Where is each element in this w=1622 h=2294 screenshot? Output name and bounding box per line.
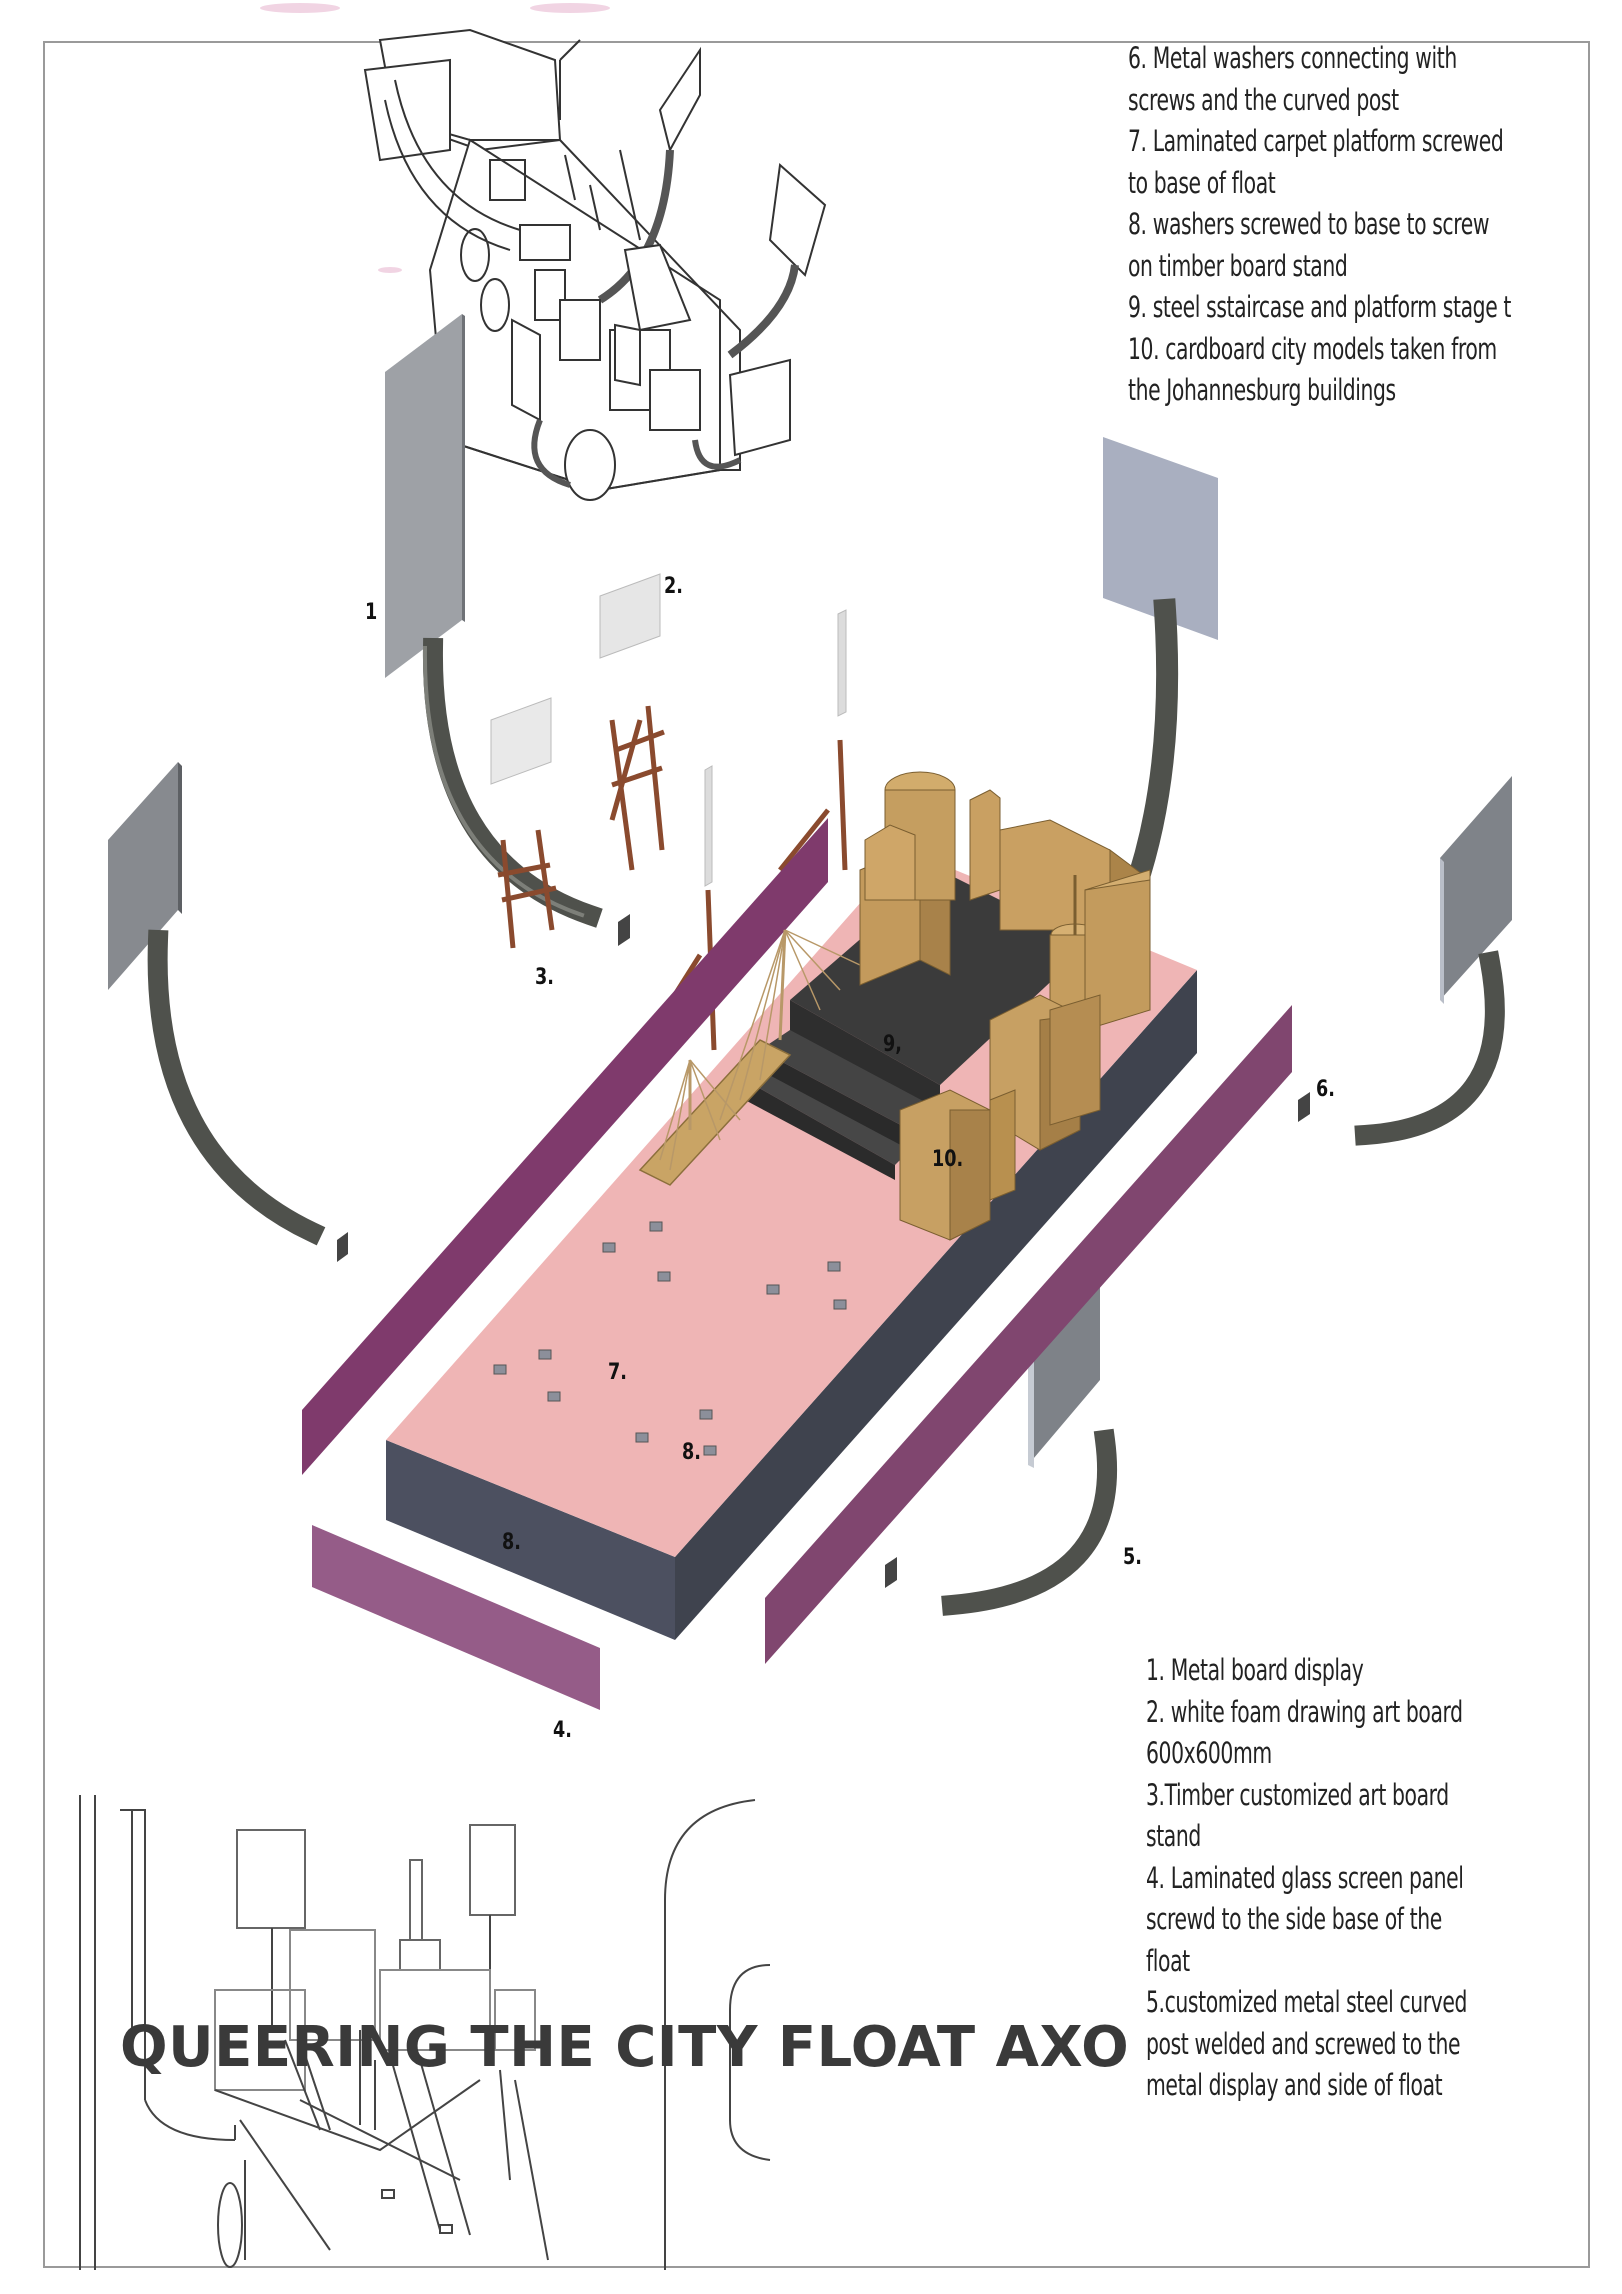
legend-line: 600x600mm (1146, 1736, 1272, 1770)
curved-post (1354, 950, 1505, 1146)
display-board (1103, 437, 1218, 640)
legend-line: 4. Laminated glass screen panel (1146, 1860, 1464, 1895)
bottom-perspective-line-drawing (79, 1795, 771, 2270)
legend-line: 7. Laminated carpet platform screwed (1128, 124, 1504, 158)
callout-2: 2. (664, 574, 683, 599)
display-board (385, 314, 462, 678)
legend-line: float (1146, 1943, 1190, 1978)
legend-line: stand (1146, 1819, 1201, 1853)
display-board (1440, 776, 1512, 1000)
callout-10: 10. (932, 1147, 964, 1172)
glass-screen-panels (302, 818, 1292, 1710)
legend-line: the Johannesburg buildings (1128, 373, 1396, 407)
foam-board (490, 697, 552, 785)
callout-3: 3. (535, 965, 554, 990)
curved-post (941, 1428, 1118, 1616)
carpet-washers (493, 1221, 847, 1456)
stair-step (760, 1030, 940, 1130)
curved-post (147, 929, 326, 1246)
stray-marks (260, 3, 610, 273)
legend-line: 8. washers screwed to base to screw (1128, 207, 1490, 241)
cardboard-city-models (859, 771, 1151, 1241)
callout-7: 7. (608, 1360, 627, 1385)
stair-step (745, 1070, 910, 1165)
top-float-line-drawing (363, 28, 827, 501)
callout-6: 6. (1316, 1077, 1335, 1102)
glass-panel (312, 1525, 600, 1710)
legend-bottom: 1. Metal board display 2. white foam dra… (1146, 1650, 1467, 2107)
display-board (108, 762, 178, 990)
metal-display-boards (108, 314, 1512, 1468)
legend-line: to base of float (1128, 165, 1276, 200)
drawing-title: QUEERING THE CITY FLOAT AXO (120, 2015, 1130, 2080)
legend-line: 9. steel sstaircase and platform stage t (1128, 290, 1511, 324)
legend-line: 3.Timber customized art board (1146, 1777, 1449, 1812)
glass-panel (302, 818, 828, 1475)
legend-line: 6. Metal washers connecting with (1128, 41, 1457, 75)
drawing-frame (43, 41, 1590, 2268)
callout-4: 4. (553, 1718, 572, 1743)
callout-8a: 8. (682, 1440, 701, 1465)
curved-post (422, 637, 603, 928)
callout-1: 1 (365, 600, 378, 625)
legend-line: 1. Metal board display (1146, 1653, 1364, 1687)
callout-5: 5. (1123, 1545, 1142, 1570)
bridge-model (638, 929, 861, 1186)
metal-washers (337, 914, 1310, 1588)
legend-line: 2. white foam drawing art board (1146, 1694, 1463, 1729)
legend-line: screws and the curved post (1128, 82, 1399, 117)
legend-line: screwd to the side base of the (1146, 1902, 1442, 1936)
legend-line: post welded and screwed to the (1146, 2026, 1461, 2061)
foam-art-boards (490, 573, 847, 887)
legend-top: 6. Metal washers connecting with screws … (1128, 38, 1511, 412)
legend-line: 10. cardboard city models taken from (1128, 331, 1497, 366)
base-front-face (386, 1440, 675, 1640)
base-right-face (675, 970, 1197, 1640)
callout-8b: 8. (502, 1530, 521, 1555)
legend-line: on timber board stand (1128, 248, 1348, 283)
foam-board (704, 765, 713, 887)
legend-line: metal display and side of float (1146, 2068, 1443, 2102)
callout-9: 9, (883, 1032, 902, 1057)
foam-board (599, 573, 661, 659)
legend-line: 5.customized metal steel curved (1146, 1985, 1468, 2019)
glass-panel (765, 1005, 1292, 1664)
foam-board (837, 609, 847, 717)
